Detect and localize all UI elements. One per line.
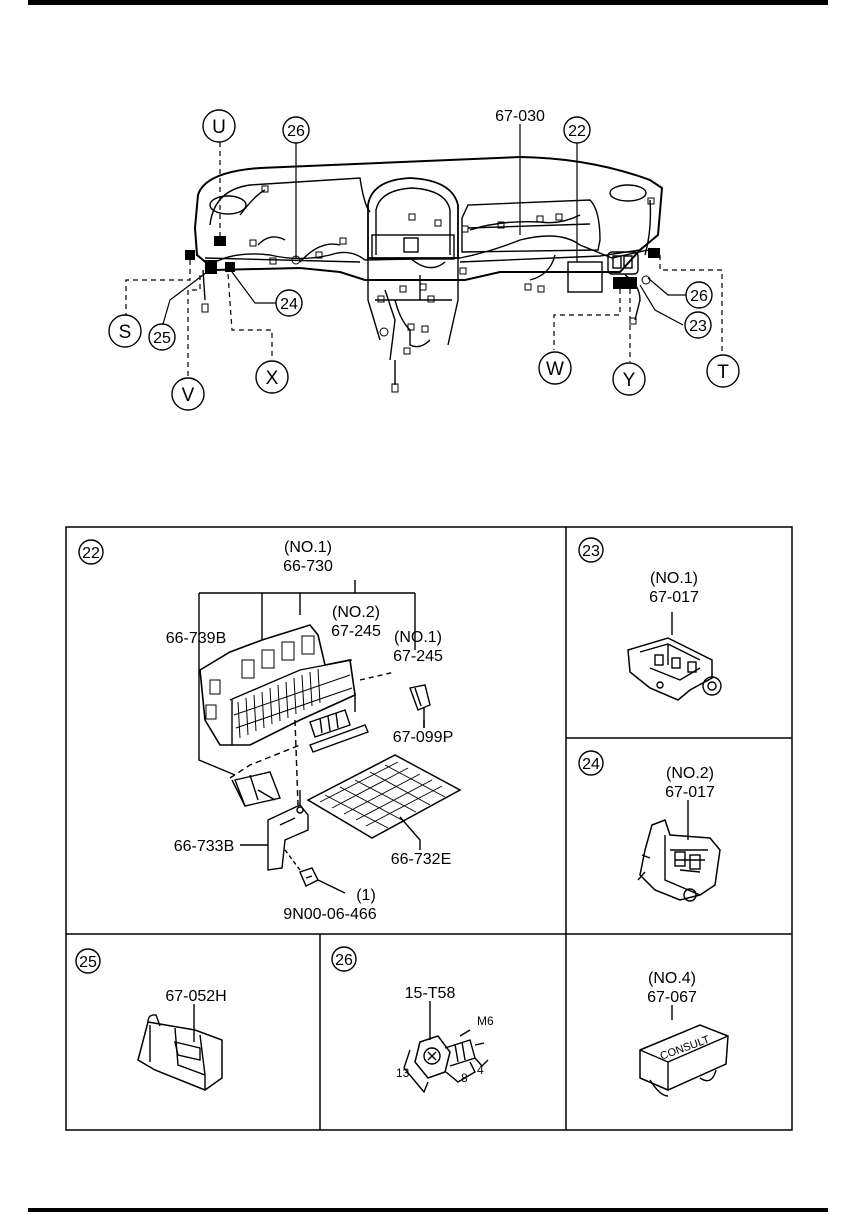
consult-connector [639,1024,729,1091]
label-no1-top: (NO.1) [284,539,332,556]
panel-25-part: 67-052H [165,988,226,1005]
label-67-030: 67-030 [495,108,545,125]
panel-25-index: 25 [79,954,97,971]
callout-22: 22 [568,123,586,140]
dashboard-outline [193,155,664,281]
panel-24-relay-block [578,750,721,902]
panel-23-part: 67-017 [649,589,699,606]
label-66-732e: 66-732E [391,851,452,868]
label-no2: (NO.2) [332,604,380,621]
callout-v: V [182,385,195,406]
bottom-rule [28,1208,828,1212]
label-67-245b: 67-245 [393,648,443,665]
junction-box-marker [567,261,603,293]
center-console [367,177,459,259]
callout-y: Y [623,370,636,391]
label-66-739b: 66-739B [166,630,227,647]
panel-26-bolt [331,946,489,1094]
callout-s: S [119,322,132,343]
label-no1b: (NO.1) [394,629,442,646]
panel-67067-no: (NO.4) [648,970,696,987]
callout-w: W [546,359,564,380]
panel-26-part: 15-T58 [405,985,456,1002]
callout-leaders [125,124,723,378]
panel-25-holder [75,948,223,1091]
panel-23-no: (NO.1) [650,570,698,587]
label-67-099p: 67-099P [393,729,454,746]
dim-m6: M6 [477,1014,494,1028]
label-qty-1: (1) [356,887,376,904]
dim-13: 13 [396,1066,410,1080]
panel-23-index: 23 [582,543,600,560]
bolt-15-t58 [414,1035,451,1079]
dim-4: 4 [477,1063,484,1077]
holder-67-052h [137,1021,223,1091]
panel-26-index: 26 [335,952,353,969]
panel-67067-part: 67-067 [647,989,697,1006]
callout-u: U [212,117,226,138]
callout-26b: 26 [690,288,708,305]
label-67-245a: 67-245 [331,623,381,640]
top-rule [28,0,828,5]
wiring-harness [204,235,649,269]
bracket-66-733b [267,790,309,871]
callout-26a: 26 [287,123,305,140]
label-66-730: 66-730 [283,558,333,575]
dashboard-overview [108,109,740,411]
callout-circles [108,109,740,411]
callout-t: T [717,362,729,383]
label-9n00-06-466: 9N00-06-466 [283,906,377,923]
consult-label: CONSULT [659,1034,712,1063]
detail-panel-grid [65,526,793,1131]
callout-23: 23 [689,318,707,335]
right-vent [609,184,647,202]
callout-24: 24 [280,296,298,313]
panel-24-index: 24 [582,756,600,773]
dashboard-upper-line [209,177,371,226]
panel-consult-connector: CONSULT [639,1005,729,1097]
callout-25: 25 [153,330,171,347]
panel-24-no: (NO.2) [666,765,714,782]
panel-24-part: 67-017 [665,784,715,801]
callout-x: X [266,368,279,389]
relay-block-no1 [627,637,713,701]
relay-block-no2 [639,819,721,901]
filled-markers [185,236,660,289]
panel-23-relay-block [578,537,722,701]
left-vent [209,195,247,215]
panel-22-index: 22 [82,545,100,562]
dim-8: 8 [461,1071,468,1085]
panel-22-junction-box [78,539,462,894]
fuse-cover [306,754,462,839]
label-66-733b: 66-733B [174,838,235,855]
